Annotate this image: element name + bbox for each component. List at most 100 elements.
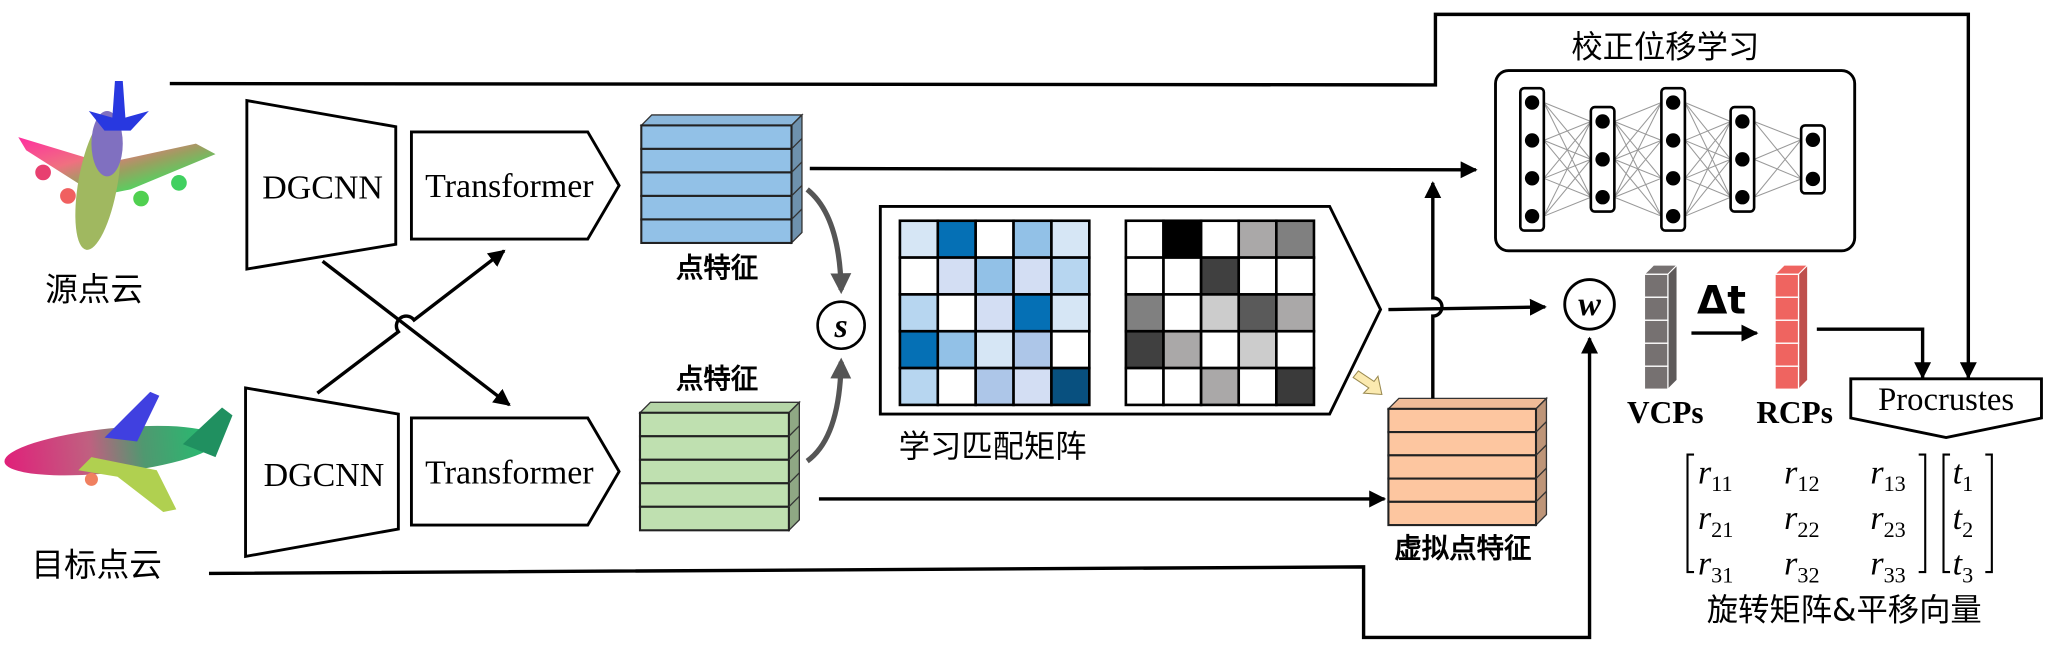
matrix-cell bbox=[898, 256, 940, 296]
matrix-cell bbox=[898, 293, 940, 333]
target-dgcnn-label: DGCNN bbox=[264, 457, 385, 494]
source-point-cloud-image bbox=[18, 80, 216, 250]
matrix-cell bbox=[1012, 366, 1053, 407]
weight-symbol: w bbox=[1578, 286, 1601, 323]
virtual-point-features-label: 虚拟点特征 bbox=[1394, 534, 1531, 565]
stack-row bbox=[638, 435, 790, 461]
mlp-neuron bbox=[1735, 114, 1750, 129]
matrix-cell bbox=[1162, 256, 1203, 296]
target-cloud-to-weight-line bbox=[208, 336, 1599, 640]
target-dgcnn-block: DGCNN bbox=[244, 386, 400, 559]
mlp-connection bbox=[1613, 102, 1662, 160]
rotation-matrix-entry: r11 bbox=[1698, 454, 1733, 496]
stack-row bbox=[1387, 454, 1538, 480]
stack-edge bbox=[1535, 421, 1547, 433]
stack-top-face bbox=[1386, 397, 1549, 410]
target-transformer-block: Transformer bbox=[409, 416, 621, 527]
rotation-matrix-entry: r33 bbox=[1870, 546, 1905, 588]
learned-matching-matrix bbox=[1124, 219, 1316, 407]
mlp-connection bbox=[1753, 139, 1802, 198]
mlp-layer bbox=[1660, 86, 1687, 232]
soft-matching-matrix bbox=[898, 219, 1091, 407]
rotation-matrix-entry: r23 bbox=[1870, 500, 1905, 542]
vcps-label: VCPs bbox=[1627, 395, 1704, 430]
stack-row bbox=[640, 194, 793, 221]
column-cell bbox=[1643, 365, 1669, 390]
mlp-connection bbox=[1543, 159, 1592, 217]
source-features-to-mlp-arrow bbox=[809, 161, 1478, 179]
mlp-neuron bbox=[1524, 208, 1540, 224]
matrix-cell bbox=[1124, 256, 1165, 296]
mlp-connection bbox=[1684, 159, 1732, 217]
mlp-neuron bbox=[1595, 152, 1610, 167]
target-point-features-stack bbox=[638, 400, 801, 532]
stack-edge bbox=[1535, 490, 1547, 503]
matrix-cell bbox=[1124, 329, 1165, 370]
column-cell bbox=[1643, 319, 1669, 344]
stack-row bbox=[638, 458, 790, 485]
mlp-connection bbox=[1543, 196, 1592, 217]
rotation-right-bracket bbox=[1918, 453, 1927, 574]
column-cell bbox=[1643, 342, 1669, 367]
matrix-to-weight-arrow bbox=[1388, 298, 1547, 316]
mlp-connection bbox=[1684, 120, 1731, 141]
matrix-cell bbox=[1199, 219, 1241, 259]
matrix-cell bbox=[1199, 293, 1241, 333]
matrix-cell bbox=[1199, 366, 1241, 407]
mlp-connection bbox=[1614, 196, 1662, 217]
matrix-cell bbox=[1237, 256, 1278, 296]
target-point-features-label: 点特征 bbox=[676, 364, 758, 395]
matrix-cell bbox=[1275, 219, 1316, 259]
source-dgcnn-label: DGCNN bbox=[262, 170, 383, 207]
translation-vector-entry: t3 bbox=[1953, 546, 1974, 588]
matrix-cell bbox=[898, 219, 940, 259]
rotation-matrix-entry: r22 bbox=[1784, 500, 1819, 542]
rotation-left-bracket bbox=[1686, 453, 1695, 574]
translation-left-bracket bbox=[1942, 453, 1951, 574]
mlp-neuron bbox=[1524, 95, 1540, 110]
matrix-cell bbox=[1162, 293, 1203, 333]
matching-matrix-label: 学习匹配矩阵 bbox=[899, 429, 1087, 465]
mlp-connection bbox=[1613, 140, 1662, 198]
mlp-connection bbox=[1543, 121, 1592, 179]
matrix-cell bbox=[1199, 329, 1241, 370]
mlp-connection bbox=[1753, 139, 1802, 160]
stack-edge bbox=[788, 448, 800, 461]
stack-edge bbox=[788, 401, 800, 414]
matrix-cell bbox=[1012, 329, 1053, 370]
virtual-features-to-mlp-arrow bbox=[1424, 181, 1444, 399]
matrix-cell bbox=[1237, 293, 1278, 333]
stack-side-face bbox=[1535, 396, 1548, 527]
curved-arrow-target-to-s bbox=[805, 357, 852, 464]
stack-side-face bbox=[788, 400, 800, 532]
stack-top-face bbox=[639, 114, 804, 127]
stack-edge bbox=[788, 425, 800, 437]
mlp-neuron bbox=[1595, 190, 1610, 205]
delta-t-label: Δt bbox=[1697, 278, 1746, 323]
procrustes-label: Procrustes bbox=[1878, 382, 2014, 418]
stack-row bbox=[1387, 431, 1538, 457]
mlp-neuron bbox=[1805, 171, 1821, 187]
matrix-cell bbox=[936, 219, 977, 259]
mlp-connection bbox=[1684, 102, 1731, 122]
matrix-cell bbox=[1124, 293, 1165, 333]
stack-row bbox=[1387, 500, 1538, 527]
stack-top-face bbox=[638, 401, 801, 414]
rotation-matrix-entry: r21 bbox=[1698, 500, 1733, 542]
column-cell bbox=[1774, 296, 1800, 321]
stack-edge bbox=[788, 472, 800, 484]
matrix-cell bbox=[1199, 256, 1241, 296]
matrix-cell bbox=[1275, 329, 1316, 370]
mlp-neuron bbox=[1665, 208, 1681, 224]
matrix-cell bbox=[1124, 366, 1165, 407]
column-cell bbox=[1643, 273, 1669, 298]
mlp-neuron bbox=[1805, 132, 1821, 147]
stack-edge bbox=[788, 495, 800, 508]
mlp-connection bbox=[1684, 121, 1732, 179]
stack-row bbox=[638, 482, 790, 508]
column-cell bbox=[1774, 319, 1800, 344]
correction-learning-title: 校正位移学习 bbox=[1571, 29, 1759, 65]
stack-edge bbox=[1535, 444, 1547, 456]
stack-row bbox=[1387, 407, 1538, 434]
